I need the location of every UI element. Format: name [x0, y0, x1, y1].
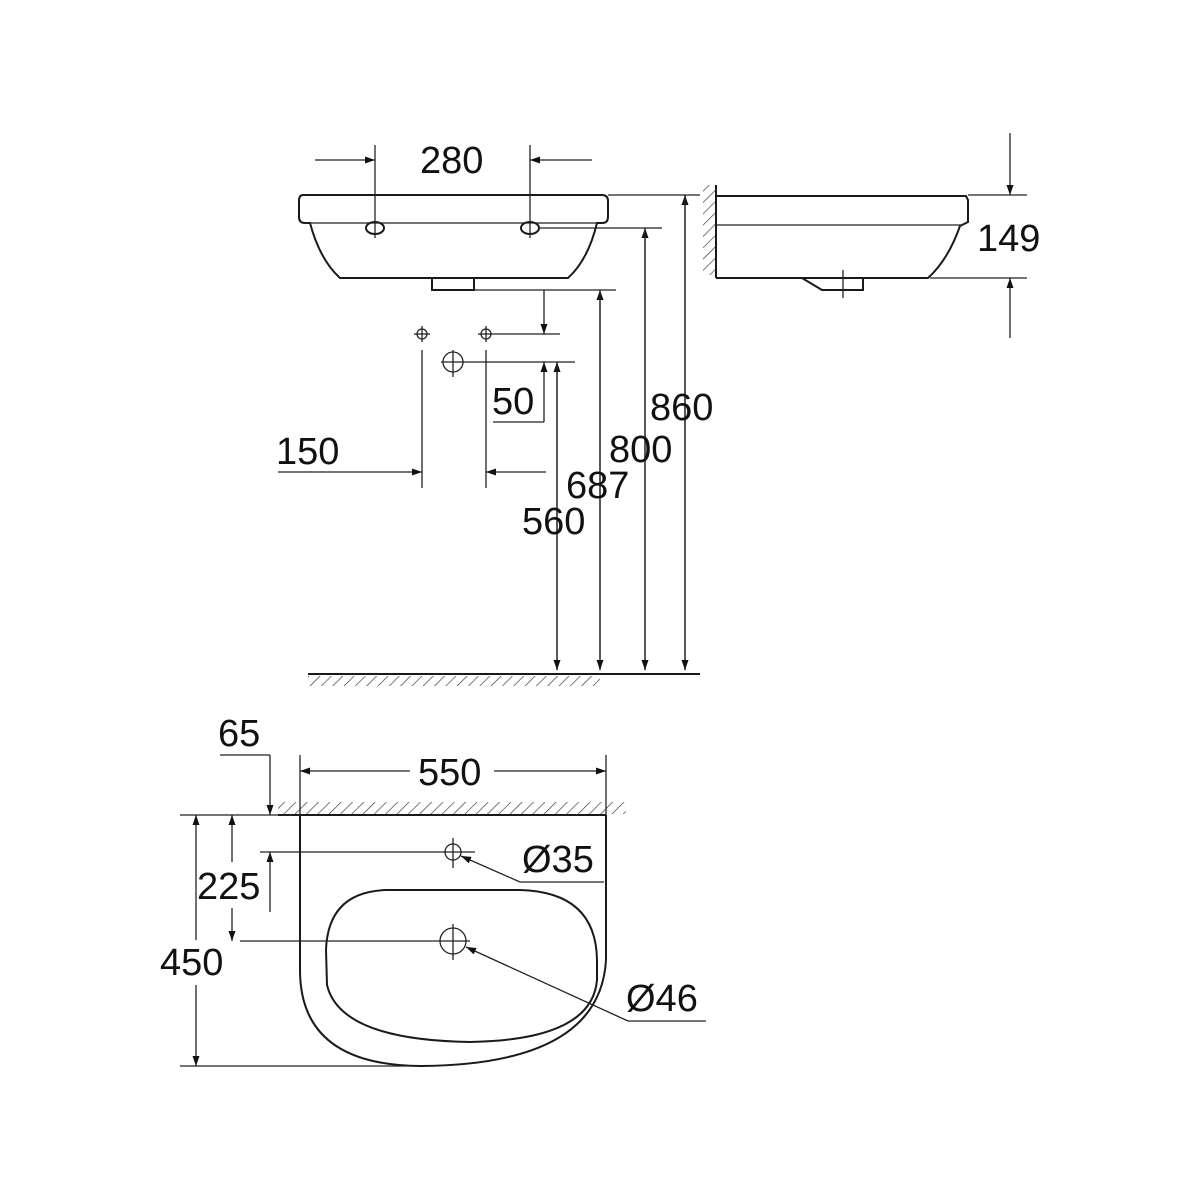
- dim-tap-hole-diameter: Ø35: [522, 839, 594, 881]
- dim-basin-depth: 149: [977, 218, 1040, 260]
- dim-wall-to-tap: 65: [218, 713, 260, 755]
- dim-waste-height: 560: [522, 501, 585, 543]
- waste-outlet: [431, 278, 475, 291]
- dim-supply-spacing: 150: [276, 431, 339, 473]
- dim-supply-height: 687: [566, 465, 629, 507]
- dim-tap-spacing: 280: [420, 140, 483, 182]
- top-view: 550 65 225 450 Ø35 Ø46: [160, 713, 706, 1068]
- dim-basin-projection: 450: [160, 942, 223, 984]
- dim-basin-width: 550: [418, 752, 481, 794]
- wall-hatch-side: [703, 185, 715, 275]
- dim-bottom-height: 800: [609, 429, 672, 471]
- dim-rim-height: 860: [650, 387, 713, 429]
- basin-front-outline: [298, 194, 609, 279]
- dim-wall-to-waste: 225: [197, 866, 260, 908]
- supply-points: [414, 326, 575, 488]
- side-view: 149: [703, 133, 1040, 338]
- basin-side-outline: [716, 195, 969, 279]
- basin-bowl-outline: [324, 889, 598, 1044]
- waste-side: [801, 277, 864, 291]
- floor-hatch: [308, 676, 600, 686]
- wall-hatch-top: [278, 802, 626, 814]
- dim-waste-diameter: Ø46: [626, 978, 698, 1020]
- dim-supply-offset: 50: [492, 381, 534, 423]
- front-view: 280 150 50: [276, 140, 713, 686]
